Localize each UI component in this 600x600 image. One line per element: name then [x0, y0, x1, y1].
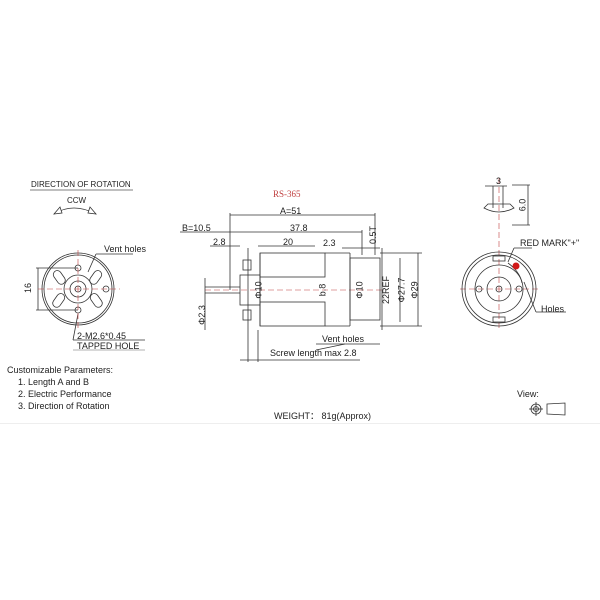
dim-b: B=10.5 [182, 223, 211, 233]
rotation-direction: CCW [67, 196, 87, 205]
dim-2-3: 2.3 [323, 238, 336, 248]
param-item: 2. Electric Performance [18, 389, 112, 399]
dim-phi10-right: Φ10 [354, 281, 365, 299]
front-vent-holes-label: Vent holes [104, 244, 147, 254]
model-title: RS-365 [273, 189, 301, 199]
rotation-heading: DIRECTION OF ROTATION [31, 180, 131, 189]
divider [0, 423, 600, 424]
red-mark-label: RED MARK"+" [520, 238, 580, 248]
dim-22ref: 22REF [381, 275, 392, 305]
dim-shaft-diameter: Φ2.3 [196, 305, 207, 325]
param-item: 1. Length A and B [18, 377, 90, 387]
weight-label: WEIGHT： 81g(Approx) [274, 411, 372, 421]
dim-0-5t: 0.5T [368, 225, 379, 245]
tapped-hole-label: TAPPED HOLE [77, 341, 140, 351]
screw-length-label: Screw length max 2.8 [270, 348, 357, 358]
dim-2-8: 2.8 [213, 237, 226, 247]
dim-37-8: 37.8 [290, 223, 308, 233]
dim-a: A=51 [280, 206, 302, 216]
dim-3: 3 [496, 176, 502, 186]
dim-27-7: Φ27.7 [396, 277, 407, 303]
dim-6: 6.0 [517, 198, 528, 212]
dim-phi10-left: Φ10 [253, 281, 264, 299]
params-heading: Customizable Parameters: [7, 365, 114, 375]
dim-29: Φ29 [409, 281, 420, 299]
front-dim-16: 16 [23, 282, 34, 294]
holes-label: Holes [541, 304, 565, 314]
view-label: View: [517, 389, 539, 399]
red-mark-dot [512, 262, 520, 270]
param-item: 3. Direction of Rotation [18, 401, 110, 411]
dim-b8: b.8 [317, 283, 328, 297]
side-vent-holes-label: Vent holes [322, 334, 365, 344]
tapped-hole-spec: 2-M2.6*0.45 [77, 331, 127, 341]
dim-20: 20 [283, 237, 294, 247]
